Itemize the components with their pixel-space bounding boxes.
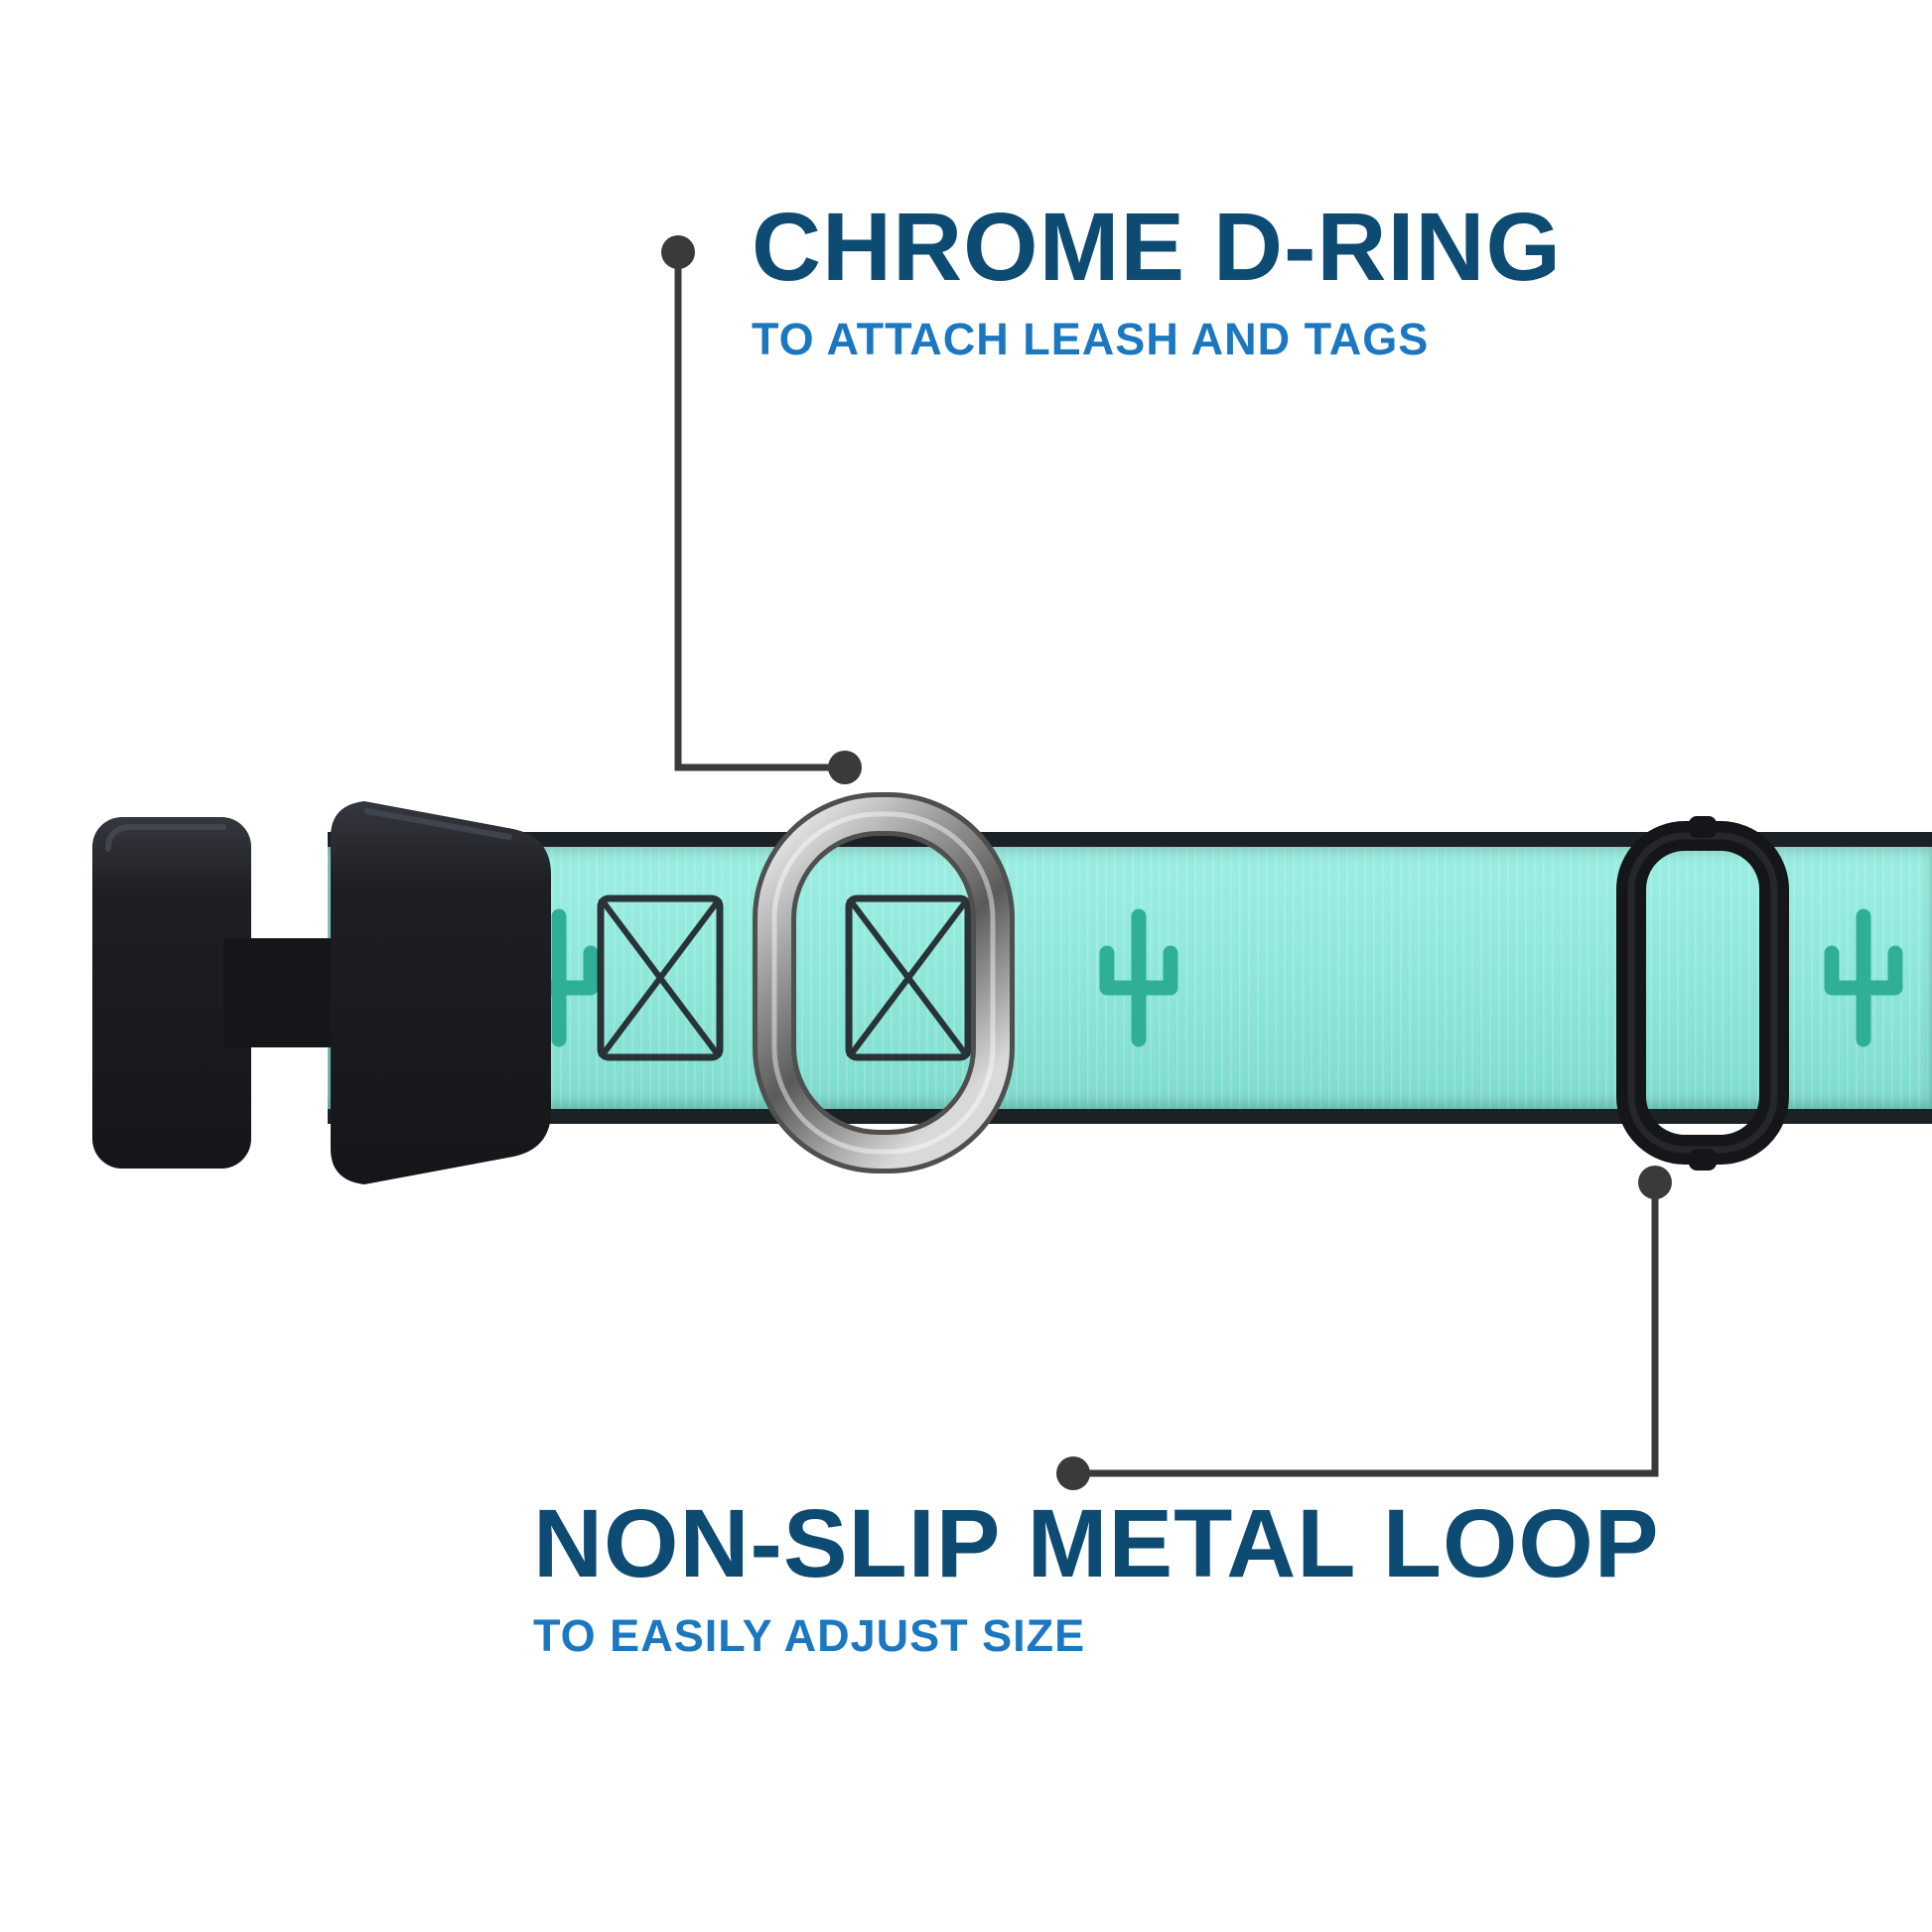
- stitch-box: [845, 895, 972, 1061]
- chrome-d-ring: [753, 792, 1015, 1173]
- metal-loop-annotation-title: NON-SLIP METAL LOOP: [533, 1489, 1660, 1597]
- d-ring-annotation: CHROME D-RING TO ATTACH LEASH AND TAGS: [752, 199, 1562, 361]
- metal-loop-annotation-subtitle: TO EASILY ADJUST SIZE: [533, 1610, 1086, 1661]
- collar-pattern: [519, 895, 1903, 1061]
- leader-dot: [661, 235, 695, 269]
- metal-slide-loop: [1616, 816, 1789, 1171]
- cactus-icon: [1824, 908, 1903, 1047]
- stitch-box: [597, 895, 724, 1061]
- d-ring-annotation-title: CHROME D-RING: [752, 193, 1562, 301]
- side-release-buckle: [92, 801, 551, 1184]
- metal-loop-annotation: NON-SLIP METAL LOOP TO EASILY ADJUST SIZ…: [533, 1495, 1660, 1658]
- cactus-icon: [1099, 908, 1178, 1047]
- d-ring-annotation-subtitle: TO ATTACH LEASH AND TAGS: [752, 314, 1430, 364]
- leader-dot: [828, 751, 862, 784]
- leader-dot: [1056, 1456, 1090, 1490]
